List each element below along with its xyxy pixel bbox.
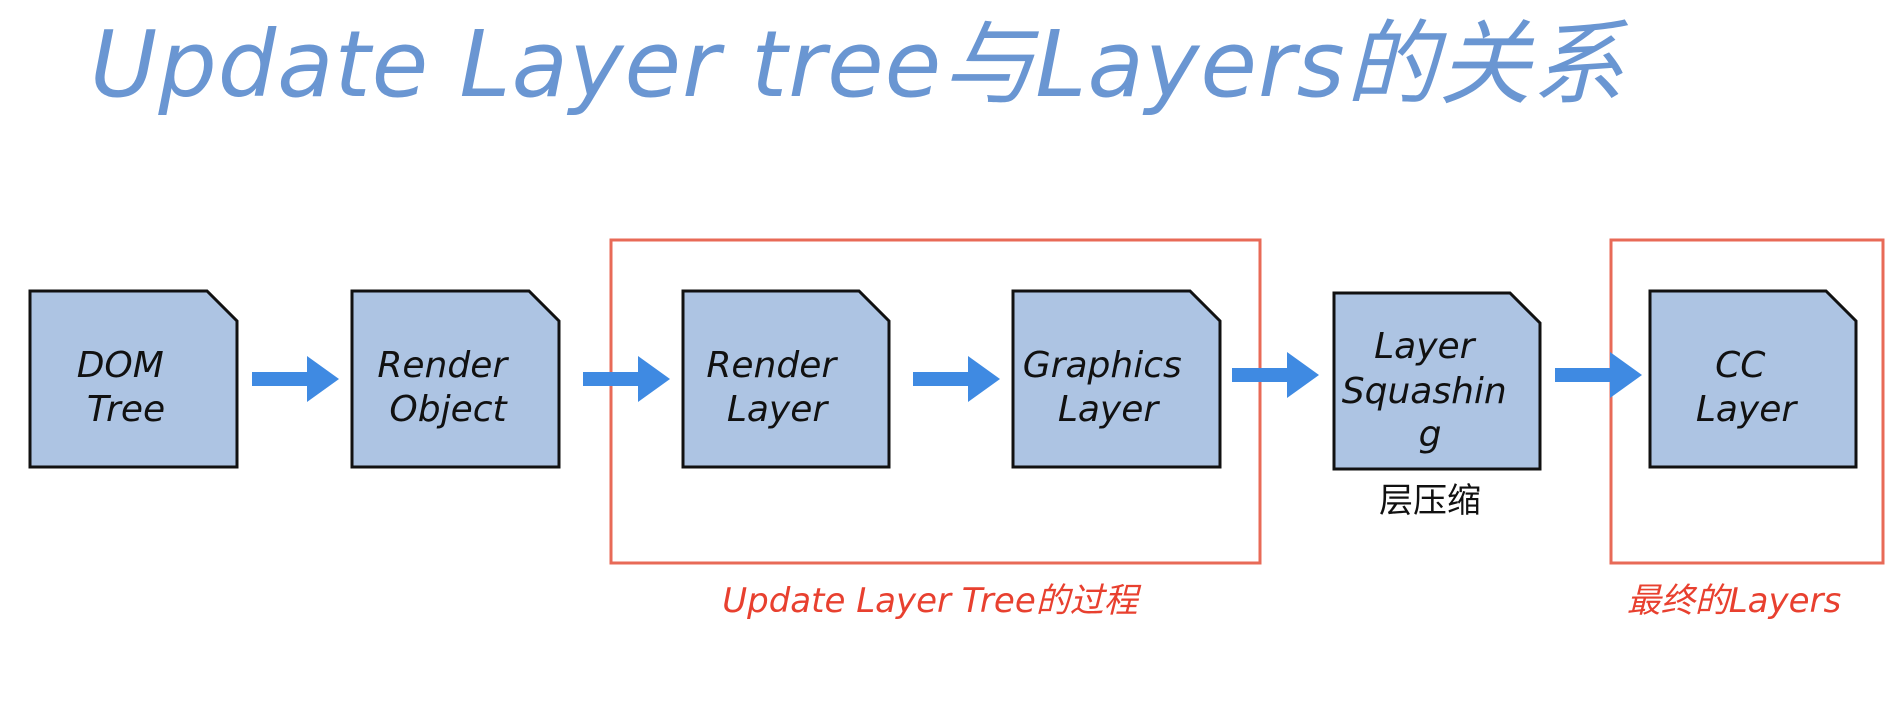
squashing-note: 层压缩 [1379,481,1481,521]
svg-text:Render Object: Render Object [377,345,518,430]
node-label-line: Layer [1696,389,1799,430]
node-dom-tree: DOM Tree [28,289,239,469]
svg-text:DOM Tree: DOM Tree [77,345,176,430]
arrow-graphics-layer-to-squashing [1232,352,1319,398]
group-box-final-layers [1609,238,1885,565]
svg-text:Layer Squashin g: Layer Squashin g [1342,326,1518,455]
page-title: Update Layer tree与Layers的关系 [90,11,1625,118]
node-label-line: CC [1715,345,1766,386]
group-caption-update-layer-tree: Update Layer Tree的过程 [722,581,1141,621]
arrow-squashing-to-cc-layer [1555,352,1642,398]
node-label-line: Render [706,345,838,386]
node-render-object: Render Object [350,289,561,469]
node-label-line: Tree [87,389,165,430]
arrow-render-object-to-render-layer [583,356,670,402]
node-graphics-layer: Graphics Layer [1011,289,1222,469]
svg-text:Render Layer: Render Layer [706,345,847,430]
svg-text:CC Layer: CC Layer [1696,345,1799,430]
arrow-dom-to-render-object [252,356,339,402]
node-label-line: Squashin [1342,371,1507,412]
arrow-render-layer-to-graphics-layer [913,356,1000,402]
group-box-update-layer-tree [609,238,1262,565]
svg-text:Graphics Layer: Graphics Layer [1023,345,1193,430]
node-label-line: Render [377,345,509,386]
node-label-line: DOM [77,345,164,386]
node-label-line: Graphics [1023,345,1182,386]
node-render-layer: Render Layer [681,289,891,469]
node-label-line: Layer [1374,326,1477,367]
node-cc-layer: CC Layer [1648,289,1858,469]
node-layer-squashing: Layer Squashin g [1332,291,1542,471]
node-label-line: Layer [1058,389,1161,430]
node-label-line: Object [389,389,508,430]
node-label-line: g [1419,414,1442,455]
group-caption-final-layers: 最终的Layers [1627,581,1842,621]
node-label-line: Layer [727,389,830,430]
